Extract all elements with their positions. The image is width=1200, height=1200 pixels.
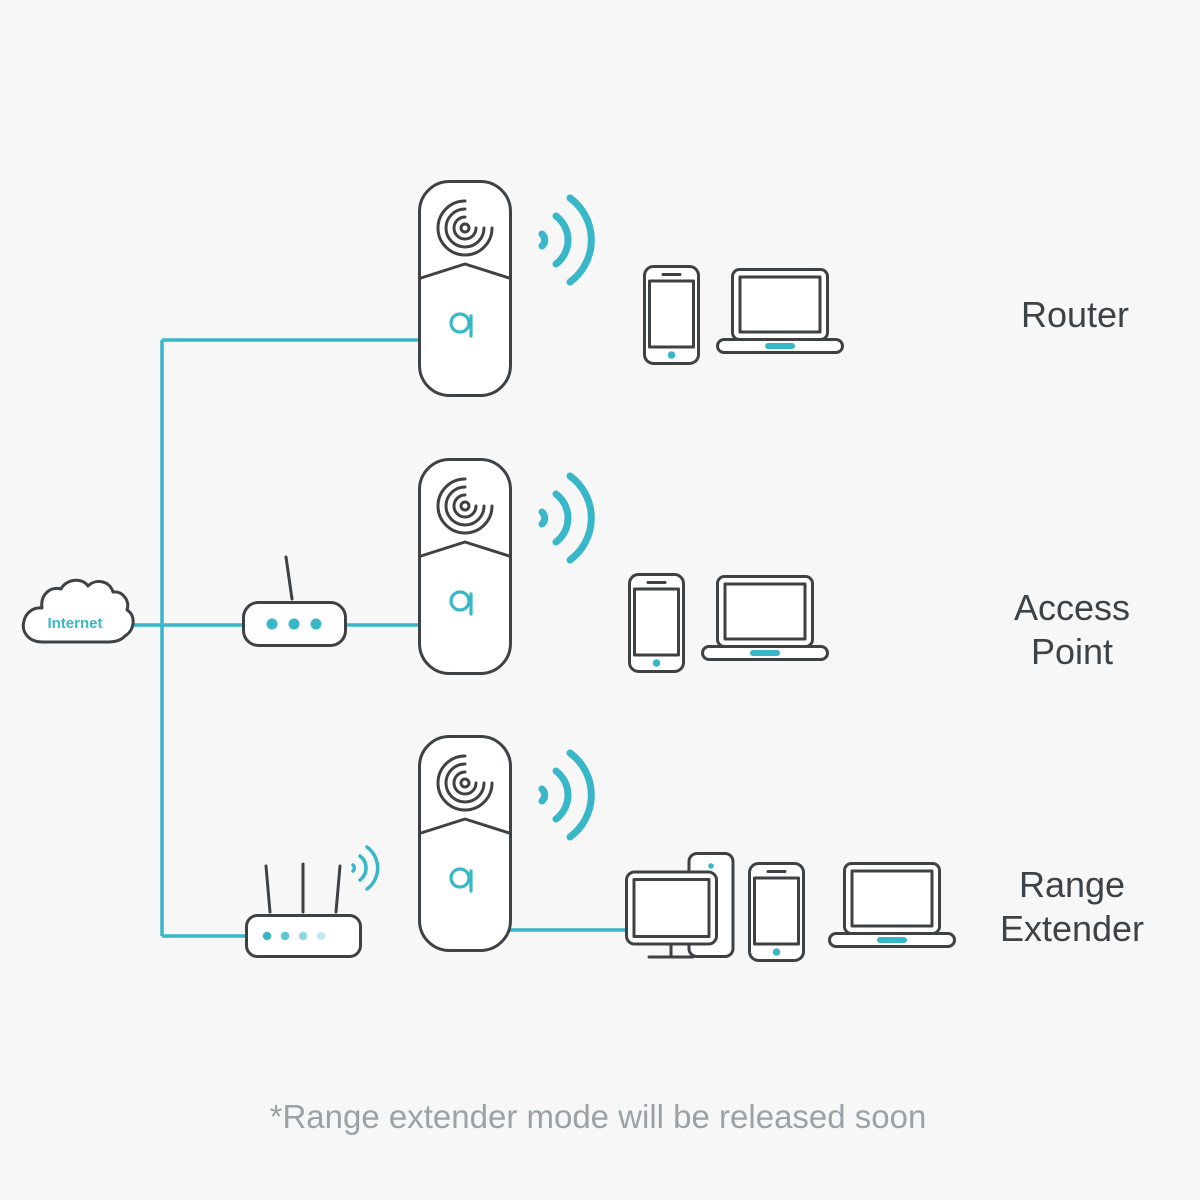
- laptop-icon: [828, 862, 956, 948]
- deco-device-icon: [417, 179, 513, 398]
- cloud-icon: [21, 578, 135, 644]
- wireless-router-icon: [245, 862, 362, 958]
- wifi-waves-small-icon: [351, 845, 380, 891]
- laptop-icon: [701, 575, 829, 661]
- svg-text:Extender: Extender: [1000, 908, 1144, 949]
- footnote: *Range extender mode will be released so…: [270, 1098, 927, 1135]
- svg-text:Point: Point: [1031, 631, 1113, 672]
- smartphone-icon: [628, 573, 685, 673]
- wifi-waves-icon: [542, 476, 591, 560]
- laptop-icon: [716, 268, 844, 354]
- row-router: Router: [417, 179, 1129, 398]
- wifi-waves-icon: [542, 753, 591, 837]
- wifi-waves-icon: [542, 198, 591, 282]
- svg-text:Access: Access: [1014, 587, 1130, 628]
- internet-cloud: Internet: [21, 578, 135, 644]
- router-label: Router: [1021, 294, 1129, 335]
- desktop-pc-icon: [624, 851, 735, 959]
- deco-device-icon: [417, 734, 513, 953]
- deco-device-icon: [417, 457, 513, 676]
- row-range-extender: Range Extender: [245, 734, 1144, 962]
- access-point-label: Access Point: [1014, 587, 1130, 672]
- svg-text:Range: Range: [1019, 864, 1125, 905]
- internet-label: Internet: [47, 615, 102, 632]
- smartphone-icon: [643, 265, 700, 365]
- row-access-point: Access Point: [242, 457, 1130, 676]
- smartphone-icon: [748, 862, 805, 962]
- connection-lines: [124, 338, 640, 938]
- modem-icon: [242, 555, 347, 647]
- range-extender-label: Range Extender: [1000, 864, 1144, 949]
